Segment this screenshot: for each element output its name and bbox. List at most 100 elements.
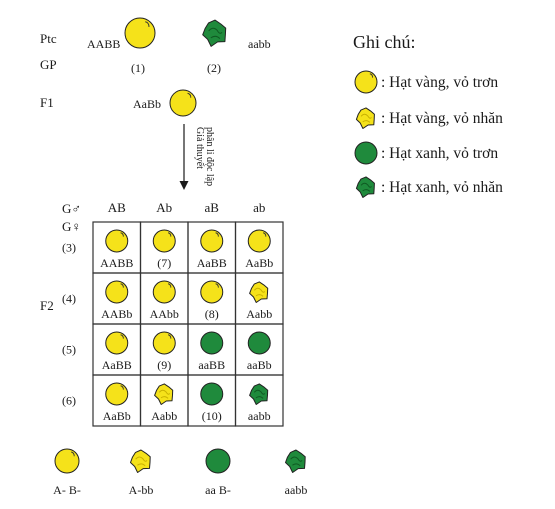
yellow-smooth-seed-icon <box>247 229 271 253</box>
male-gamete-label: G♂ <box>62 201 81 216</box>
punnett-cell: AAbb <box>139 272 189 325</box>
phenotype-item: A-bb <box>129 449 154 497</box>
green-smooth-seed-icon <box>354 141 378 165</box>
label-f1: F1 <box>40 95 54 110</box>
punnett-column-headers: AB Ab aB ab <box>108 200 266 215</box>
cell-genotype: Aabb <box>246 307 272 321</box>
punnett-row-headers: (3)(4)(5)(6) <box>62 241 76 408</box>
green-smooth-seed-icon <box>200 331 224 355</box>
legend-text: : Hạt vàng, vỏ trơn <box>381 74 498 91</box>
green-wrinkled-seed-icon <box>285 449 306 473</box>
legend-text: : Hạt vàng, vỏ nhăn <box>381 110 503 127</box>
yellow-smooth-seed-icon <box>169 89 197 117</box>
cell-genotype: (9) <box>157 358 171 372</box>
cell-genotype: (10) <box>202 409 222 423</box>
column-header: aB <box>205 200 220 215</box>
label-f2: F2 <box>40 298 54 313</box>
punnett-cell: (10) <box>187 374 237 427</box>
legend-item: : Hạt xanh, vỏ nhăn <box>355 176 503 198</box>
label-ptc: Ptc <box>40 31 57 46</box>
row-header: (4) <box>62 292 76 306</box>
green-wrinkled-seed-icon <box>202 19 227 47</box>
cell-genotype: AaBB <box>102 358 132 372</box>
legend-text: : Hạt xanh, vỏ trơn <box>381 145 498 162</box>
punnett-cell: Aabb <box>139 374 189 427</box>
phenotype-label: aa B- <box>205 483 231 497</box>
cell-genotype: AABB <box>100 256 133 270</box>
punnett-cell: aaBB <box>187 323 237 376</box>
cell-genotype: (8) <box>205 307 219 321</box>
punnett-cell: AaBB <box>92 323 142 376</box>
cell-genotype: AaBb <box>103 409 131 423</box>
female-gamete-label: G♀ <box>62 219 81 234</box>
phenotype-label: A-bb <box>129 483 154 497</box>
punnett-cell: aabb <box>234 374 284 427</box>
green-smooth-seed-icon <box>205 448 231 474</box>
punnett-cell: AABB <box>92 221 142 274</box>
yellow-smooth-seed-icon <box>105 331 129 355</box>
yellow-smooth-seed-icon <box>105 280 129 304</box>
legend-text: : Hạt xanh, vỏ nhăn <box>381 179 503 196</box>
legend-item: : Hạt vàng, vỏ trơn <box>354 70 498 94</box>
cell-genotype: aaBb <box>247 358 272 372</box>
green-smooth-seed-icon <box>247 331 271 355</box>
yellow-wrinkled-seed-icon <box>154 383 174 405</box>
phenotype-item: A- B- <box>53 448 81 497</box>
yellow-smooth-seed-icon <box>105 229 129 253</box>
cell-genotype: AaBB <box>197 256 227 270</box>
cell-genotype: AaBb <box>245 256 273 270</box>
punnett-cell: (9) <box>139 323 189 376</box>
yellow-smooth-seed-icon <box>152 331 176 355</box>
column-header: Ab <box>156 200 172 215</box>
green-smooth-seed-icon <box>200 382 224 406</box>
phenotype-summary: A- B- A-bb aa B-aabb <box>53 448 308 497</box>
phenotype-item: aabb <box>285 449 308 497</box>
punnett-cell: AABb <box>92 272 142 325</box>
yellow-smooth-seed-icon <box>152 229 176 253</box>
phenotype-label: A- B- <box>53 483 81 497</box>
yellow-wrinkled-seed-icon <box>249 281 269 303</box>
column-header: AB <box>108 200 126 215</box>
arrow-head <box>179 181 189 190</box>
yellow-wrinkled-seed-icon <box>355 107 375 129</box>
parent-right-genotype: aabb <box>248 37 271 51</box>
yellow-smooth-seed-icon <box>354 70 378 94</box>
legend-item: : Hạt vàng, vỏ nhăn <box>355 107 503 129</box>
label-gp: GP <box>40 57 57 72</box>
legend: : Hạt vàng, vỏ trơn : Hạt vàng, vỏ nhăn : … <box>354 70 503 198</box>
parent-left-genotype: AABB <box>87 37 120 51</box>
yellow-smooth-seed-icon <box>124 17 156 49</box>
punnett-cell: aaBb <box>234 323 284 376</box>
punnett-cell: AaBB <box>187 221 237 274</box>
legend-title: Ghi chú: <box>353 32 416 52</box>
punnett-cell: (8) <box>187 272 237 325</box>
column-header: ab <box>253 200 265 215</box>
gamete-right: (2) <box>207 61 221 75</box>
phenotype-label: aabb <box>285 483 308 497</box>
phenotype-item: aa B- <box>205 448 231 497</box>
legend-item: : Hạt xanh, vỏ trơn <box>354 141 498 165</box>
yellow-smooth-seed-icon <box>152 280 176 304</box>
cell-genotype: aaBB <box>198 358 225 372</box>
yellow-smooth-seed-icon <box>200 280 224 304</box>
yellow-smooth-seed-icon <box>200 229 224 253</box>
yellow-smooth-seed-icon <box>54 448 80 474</box>
row-header: (5) <box>62 343 76 357</box>
cell-genotype: Aabb <box>151 409 177 423</box>
row-header: (6) <box>62 394 76 408</box>
punnett-cell: (7) <box>139 221 189 274</box>
cell-genotype: (7) <box>157 256 171 270</box>
cell-genotype: AAbb <box>150 307 179 321</box>
punnett-cell: Aabb <box>234 272 284 325</box>
f1-genotype: AaBb <box>133 97 161 111</box>
cell-genotype: aabb <box>248 409 271 423</box>
yellow-smooth-seed-icon <box>105 382 129 406</box>
gamete-left: (1) <box>131 61 145 75</box>
cell-genotype: AABb <box>101 307 132 321</box>
yellow-wrinkled-seed-icon <box>130 449 151 473</box>
punnett-cell: AaBb <box>234 221 284 274</box>
arrow-text-line2: phân li độc lập <box>204 127 215 186</box>
green-wrinkled-seed-icon <box>249 383 269 405</box>
